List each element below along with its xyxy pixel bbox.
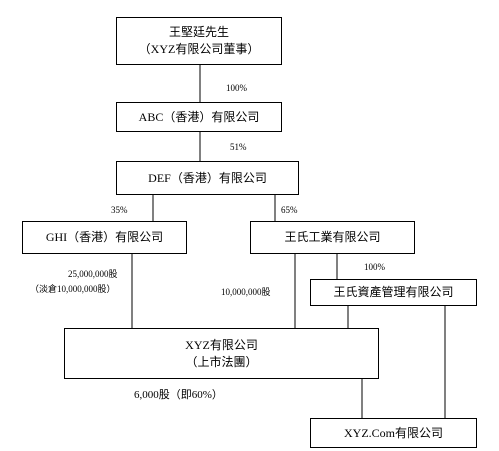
edge-label-wang-abc: 100%: [226, 83, 247, 93]
edge-label-ghi-xyz-shares: 25,000,000股: [68, 269, 118, 279]
edge-label-wang-industrial-xyz: 10,000,000股: [221, 287, 271, 297]
node-xyzcom: XYZ.Com有限公司: [310, 418, 477, 448]
node-def-label: DEF（香港）有限公司: [148, 170, 267, 185]
node-wang-asset-label: 王氏資產管理有限公司: [333, 285, 454, 299]
edge-label-ghi-xyz-short: （淡倉10,000,000股）: [30, 284, 116, 294]
edge-label-def-wang-industrial: 65%: [281, 205, 298, 215]
node-abc-label: ABC（香港）有限公司: [138, 109, 260, 124]
node-xyzcom-label: XYZ.Com有限公司: [343, 425, 443, 440]
node-def: DEF（香港）有限公司: [116, 161, 299, 195]
node-wang-name: 王堅廷先生: [168, 25, 229, 39]
node-ghi: GHI（香港）有限公司: [22, 221, 187, 254]
node-wang-role: （XYZ有限公司董事）: [138, 42, 260, 56]
node-wang-industrial-label: 王氏工業有限公司: [284, 230, 381, 244]
node-abc: ABC（香港）有限公司: [116, 102, 282, 132]
node-wang-director: 王堅廷先生 （XYZ有限公司董事）: [116, 17, 282, 65]
node-xyz-name: XYZ有限公司: [185, 337, 258, 352]
node-xyz-listed: XYZ有限公司 （上市法團）: [64, 328, 379, 379]
node-wang-industrial: 王氏工業有限公司: [250, 221, 415, 254]
edge-label-xyz-xyzcom: 6,000股（即60%）: [134, 389, 223, 401]
edge-label-wang-industrial-asset: 100%: [364, 262, 385, 272]
edge-label-abc-def: 51%: [230, 142, 247, 152]
node-wang-asset: 王氏資產管理有限公司: [310, 279, 477, 306]
node-xyz-status: （上市法團）: [185, 354, 258, 369]
edge-label-def-ghi: 35%: [111, 205, 128, 215]
node-ghi-label: GHI（香港）有限公司: [45, 230, 164, 244]
